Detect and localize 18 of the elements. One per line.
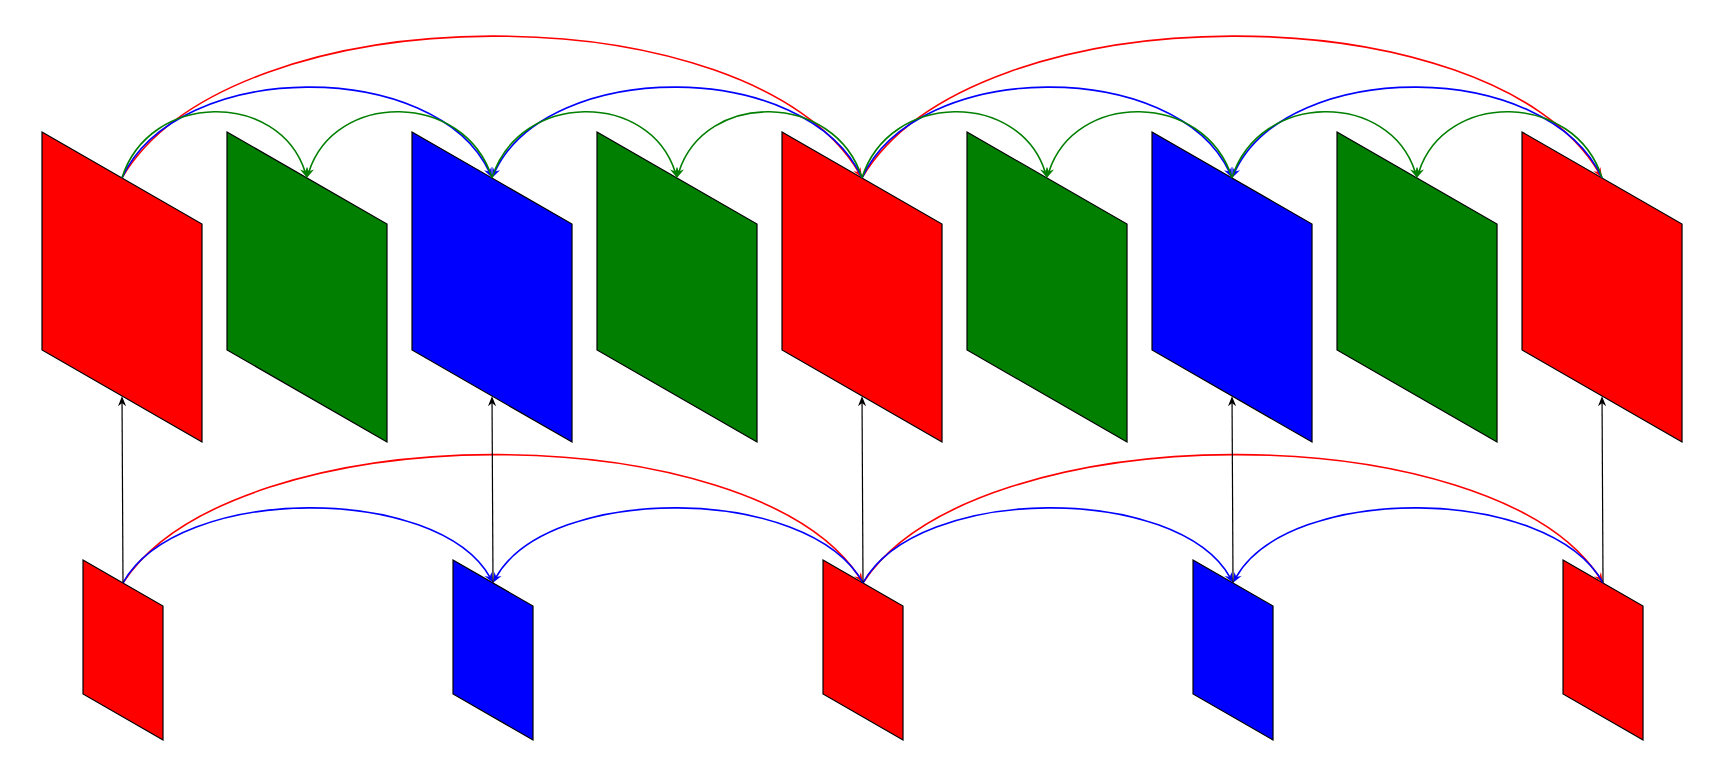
curved-arrow bbox=[122, 507, 493, 584]
curved-arrow bbox=[861, 111, 1048, 179]
curved-arrow bbox=[1046, 111, 1233, 179]
curved-arrow bbox=[1416, 111, 1603, 179]
curved-arrow bbox=[121, 111, 308, 179]
curved-arrow bbox=[862, 453, 1603, 584]
curved-arrow bbox=[1233, 507, 1604, 584]
curved-arrow bbox=[491, 111, 678, 179]
curved-arrow bbox=[493, 507, 864, 584]
curved-arrow bbox=[862, 507, 1233, 584]
curved-arrow bbox=[306, 111, 493, 179]
curved-arrow bbox=[122, 453, 863, 584]
curved-arrow bbox=[861, 86, 1232, 179]
curved-arrow bbox=[1231, 111, 1418, 179]
curved-arrow bbox=[676, 111, 863, 179]
curved-arrow bbox=[492, 86, 863, 179]
curved-arrow bbox=[121, 86, 492, 179]
curved-arrow bbox=[1232, 86, 1603, 179]
